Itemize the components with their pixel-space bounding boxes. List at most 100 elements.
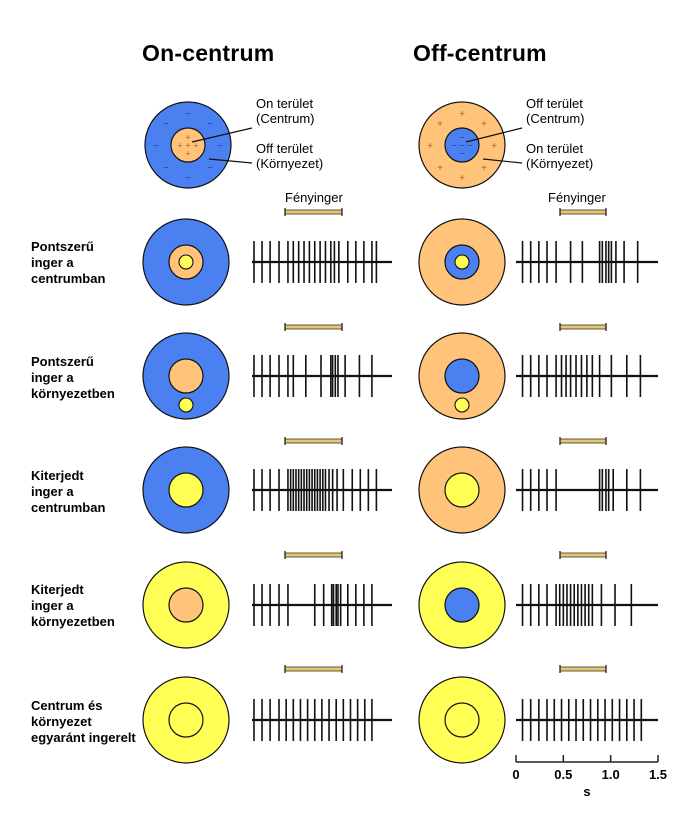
receptive-field-stimulus xyxy=(142,561,230,649)
center-sign: + xyxy=(193,141,198,151)
row-label-4: Kiterjedt inger a környezetben xyxy=(31,582,115,630)
stimulus-bar-fill xyxy=(284,666,343,672)
row-label-line: Kiterjedt xyxy=(31,468,84,483)
row-label-5: Centrum és környezet egyaránt ingerelt xyxy=(31,698,136,746)
light-spot xyxy=(178,397,194,413)
annotation-line: (Környezet) xyxy=(526,156,594,171)
stimulus-bar-fill xyxy=(559,209,607,215)
row-label-line: centrumban xyxy=(31,271,106,286)
off-centrum-title: Off-centrum xyxy=(413,40,547,66)
center-pointer-line xyxy=(191,127,253,143)
light-spot xyxy=(178,254,194,270)
surround-sign: − xyxy=(217,141,223,152)
spike-train xyxy=(516,241,658,283)
center-circle xyxy=(444,127,480,163)
center-sign: + xyxy=(185,133,190,143)
light-stimulus-label-left: Fényinger xyxy=(285,190,343,205)
light-stimulus-bar xyxy=(559,665,607,673)
row-label-line: inger a xyxy=(31,484,74,499)
row-label-3: Kiterjedt inger a centrumban xyxy=(31,468,105,516)
receptive-field-stimulus xyxy=(418,218,506,306)
row-label-line: egyaránt ingerelt xyxy=(31,730,136,745)
light-stimulus-bar xyxy=(284,208,343,216)
surround-sign: − xyxy=(153,141,159,152)
center-sign: + xyxy=(185,141,190,151)
center-sign: − xyxy=(451,141,456,151)
center-sign: + xyxy=(185,149,190,159)
center-circle xyxy=(168,587,204,623)
row-label-2: Pontszerű inger a környezetben xyxy=(31,354,115,402)
time-axis-tick-label: 1.0 xyxy=(602,767,620,782)
spike-train xyxy=(252,584,392,626)
annotation-line: Off terület xyxy=(526,96,583,111)
light-stimulus-bar xyxy=(559,208,607,216)
center-circle xyxy=(168,358,204,394)
surround-pointer-line xyxy=(208,158,253,164)
annotation-line: (Centrum) xyxy=(526,111,585,126)
receptive-field-stimulus xyxy=(418,332,506,420)
row-label-line: centrumban xyxy=(31,500,106,515)
center-circle xyxy=(444,358,480,394)
spike-train xyxy=(516,469,658,511)
off-center-annotation: Off terület (Centrum) xyxy=(526,96,585,126)
spike-train xyxy=(516,355,658,397)
row-label-line: Pontszerű xyxy=(31,354,94,369)
center-circle xyxy=(170,127,206,163)
spike-train xyxy=(516,699,658,741)
stimulus-bar-fill xyxy=(284,324,343,330)
row-label-1: Pontszerű inger a centrumban xyxy=(31,239,105,287)
light-spot xyxy=(454,397,470,413)
row-label-line: Kiterjedt xyxy=(31,582,84,597)
row-label-line: környezetben xyxy=(31,614,115,629)
row-label-line: környezetben xyxy=(31,386,115,401)
rows-layer xyxy=(142,208,658,764)
annotation-line: On terület xyxy=(526,141,584,156)
stimulus-bar-fill xyxy=(284,552,343,558)
center-circle xyxy=(444,472,480,508)
time-axis-tick-label: 0 xyxy=(512,767,519,782)
annotation-line: (Centrum) xyxy=(256,111,315,126)
surround-sign: − xyxy=(185,109,191,120)
center-circle xyxy=(168,472,204,508)
spike-train xyxy=(252,355,392,397)
annotation-line: (Környezet) xyxy=(256,156,324,171)
annotation-line: Off terület xyxy=(256,141,313,156)
light-spot xyxy=(454,254,470,270)
surround-sign: + xyxy=(481,163,487,174)
receptive-field-stimulus xyxy=(142,676,230,764)
surround-sign: + xyxy=(437,163,443,174)
center-sign: − xyxy=(459,133,464,143)
off-surround-annotation: On terület (Környezet) xyxy=(526,141,593,171)
on-centrum-receptive-field: −−−−−−−−+++++ xyxy=(144,101,253,189)
center-sign: − xyxy=(459,141,464,151)
time-axis-tick-label: 1.5 xyxy=(649,767,667,782)
surround-sign: − xyxy=(185,173,191,184)
surround-sign: + xyxy=(491,141,497,152)
light-stimulus-label-right: Fényinger xyxy=(548,190,606,205)
light-stimulus-bar xyxy=(559,437,607,445)
receptive-field-stimulus xyxy=(418,676,506,764)
receptive-field-stimulus xyxy=(142,332,230,420)
receptive-field-stimulus xyxy=(418,446,506,534)
center-sign: + xyxy=(177,141,182,151)
spike-train xyxy=(252,469,392,511)
time-axis-unit: s xyxy=(583,784,590,799)
surround-sign: + xyxy=(481,119,487,130)
light-stimulus-bar xyxy=(284,551,343,559)
surround-sign: + xyxy=(437,119,443,130)
stimulus-bar-fill xyxy=(559,324,607,330)
light-stimulus-bar xyxy=(284,323,343,331)
stimulus-bar-fill xyxy=(284,209,343,215)
surround-sign: + xyxy=(459,109,465,120)
light-stimulus-bar xyxy=(284,437,343,445)
light-stimulus-bar xyxy=(559,323,607,331)
row-label-line: Centrum és xyxy=(31,698,103,713)
off-centrum-receptive-field: ++++++++−−−−− xyxy=(418,101,523,189)
center-circle xyxy=(444,702,480,738)
spike-train xyxy=(516,584,658,626)
on-center-annotation: On terület (Centrum) xyxy=(256,96,315,126)
row-label-line: inger a xyxy=(31,370,74,385)
annotation-line: On terület xyxy=(256,96,314,111)
